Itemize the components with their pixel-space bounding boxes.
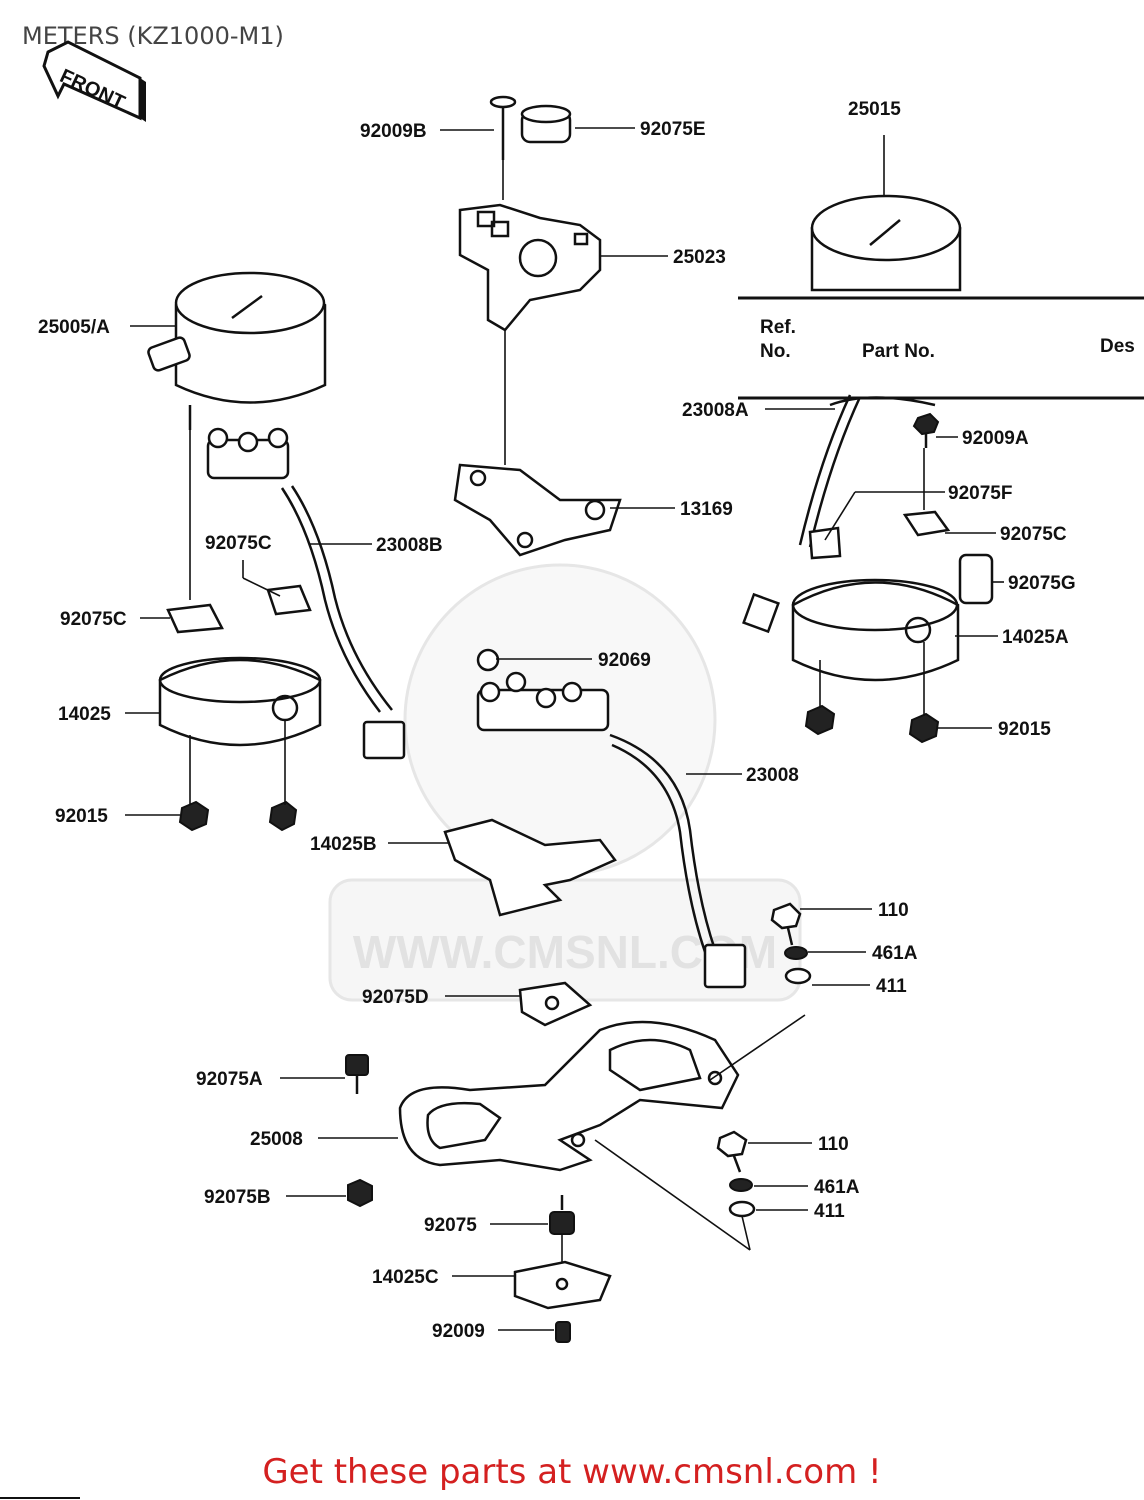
part-washer-411-top [784,967,812,985]
label-14025a: 14025A [1002,627,1069,648]
part-rubber-92075c-mid [266,584,312,616]
part-wire-23008a [742,394,862,634]
part-rubber-92075c-left [166,603,224,634]
label-25015: 25015 [848,99,901,120]
part-wire-harness-23008b [280,485,406,760]
label-92075g: 92075G [1008,573,1076,594]
part-wire-23008 [609,733,747,989]
footer-link-text[interactable]: Get these parts at www.cmsnl.com ! [262,1452,882,1492]
table-description: Des [1100,336,1135,357]
label-110-top: 110 [878,900,909,921]
part-bulb-92069 [476,648,610,732]
label-92075c-left: 92075C [60,609,127,630]
label-25008: 25008 [250,1129,303,1150]
label-92075f: 92075F [948,483,1012,504]
label-461a-bottom: 461A [814,1177,860,1198]
label-14025c: 14025C [372,1267,439,1288]
label-23008a: 23008A [682,400,749,421]
label-92075c-mid: 92075C [205,533,272,554]
part-rubber-92075c-right [902,510,951,537]
part-meter-bracket-25008 [398,1014,806,1172]
part-meter-case-14025 [158,656,322,747]
table-ref-line1: Ref. [760,317,796,338]
part-bolt-110-bottom [716,1130,748,1173]
table-ref-line2: No. [760,341,791,362]
label-92075d: 92075D [362,987,429,1008]
part-tachometer-25015 [810,135,962,407]
part-screw-92009 [555,1321,571,1343]
label-92075c-right: 92075C [1000,524,1067,545]
part-grommet-92075e [520,104,572,144]
parts-table-header: Ref. No. Part No. Des [738,296,1144,400]
part-rubber-92075f [808,526,842,560]
label-14025b: 14025B [310,834,377,855]
label-92075: 92075 [424,1215,477,1236]
label-411-bottom: 411 [814,1201,845,1222]
table-part-no: Part No. [862,341,935,362]
label-25023: 25023 [673,247,726,268]
part-washer-461a-bottom [729,1178,753,1192]
cmsnl-watermark: WWW.CMSNL.COM [328,563,802,1002]
part-speedometer-25005a [147,271,327,600]
part-grommet-92075a [345,1054,369,1094]
part-screw-92009a [912,412,940,448]
label-92015-left: 92015 [55,806,108,827]
part-bracket-13169 [453,463,622,557]
part-bulb-sockets-left [206,427,290,480]
label-92009: 92009 [432,1321,485,1342]
part-meter-case-14025a [791,578,960,682]
part-indicator-housing-25023 [458,203,602,465]
part-cushion-92075g [958,553,994,605]
label-14025: 14025 [58,704,111,725]
part-nut-92015-left [178,800,298,832]
part-damper-14025c [513,1260,612,1310]
label-23008: 23008 [746,765,799,786]
leader-lines [125,127,1004,1331]
part-washer-411-bottom [728,1200,756,1218]
label-23008b: 23008B [376,535,443,556]
part-nut-92015-right [804,704,940,744]
label-411-top: 411 [876,976,907,997]
part-washer-461a-top [784,946,808,960]
part-screw-92009b [489,95,517,200]
part-grommet-92075 [549,1195,575,1262]
front-arrow-badge: FRONT [42,40,146,122]
label-13169: 13169 [680,499,733,520]
label-110-bottom: 110 [818,1134,849,1155]
part-bolt-110-top [770,902,802,946]
label-92075e: 92075E [640,119,706,140]
label-92075a: 92075A [196,1069,263,1090]
part-base-14025b [443,818,617,917]
label-25005a: 25005/A [38,317,110,338]
label-92009a: 92009A [962,428,1029,449]
label-461a-top: 461A [872,943,918,964]
part-labels: 92009B 92075E 25015 25023 25005/A 23008A… [38,99,1076,1342]
label-92069: 92069 [598,650,651,671]
label-92075b: 92075B [204,1187,271,1208]
part-cushion-92075d [518,981,593,1027]
label-92009b: 92009B [360,121,427,142]
part-nut-92075b [347,1178,373,1208]
label-92015-right: 92015 [998,719,1051,740]
